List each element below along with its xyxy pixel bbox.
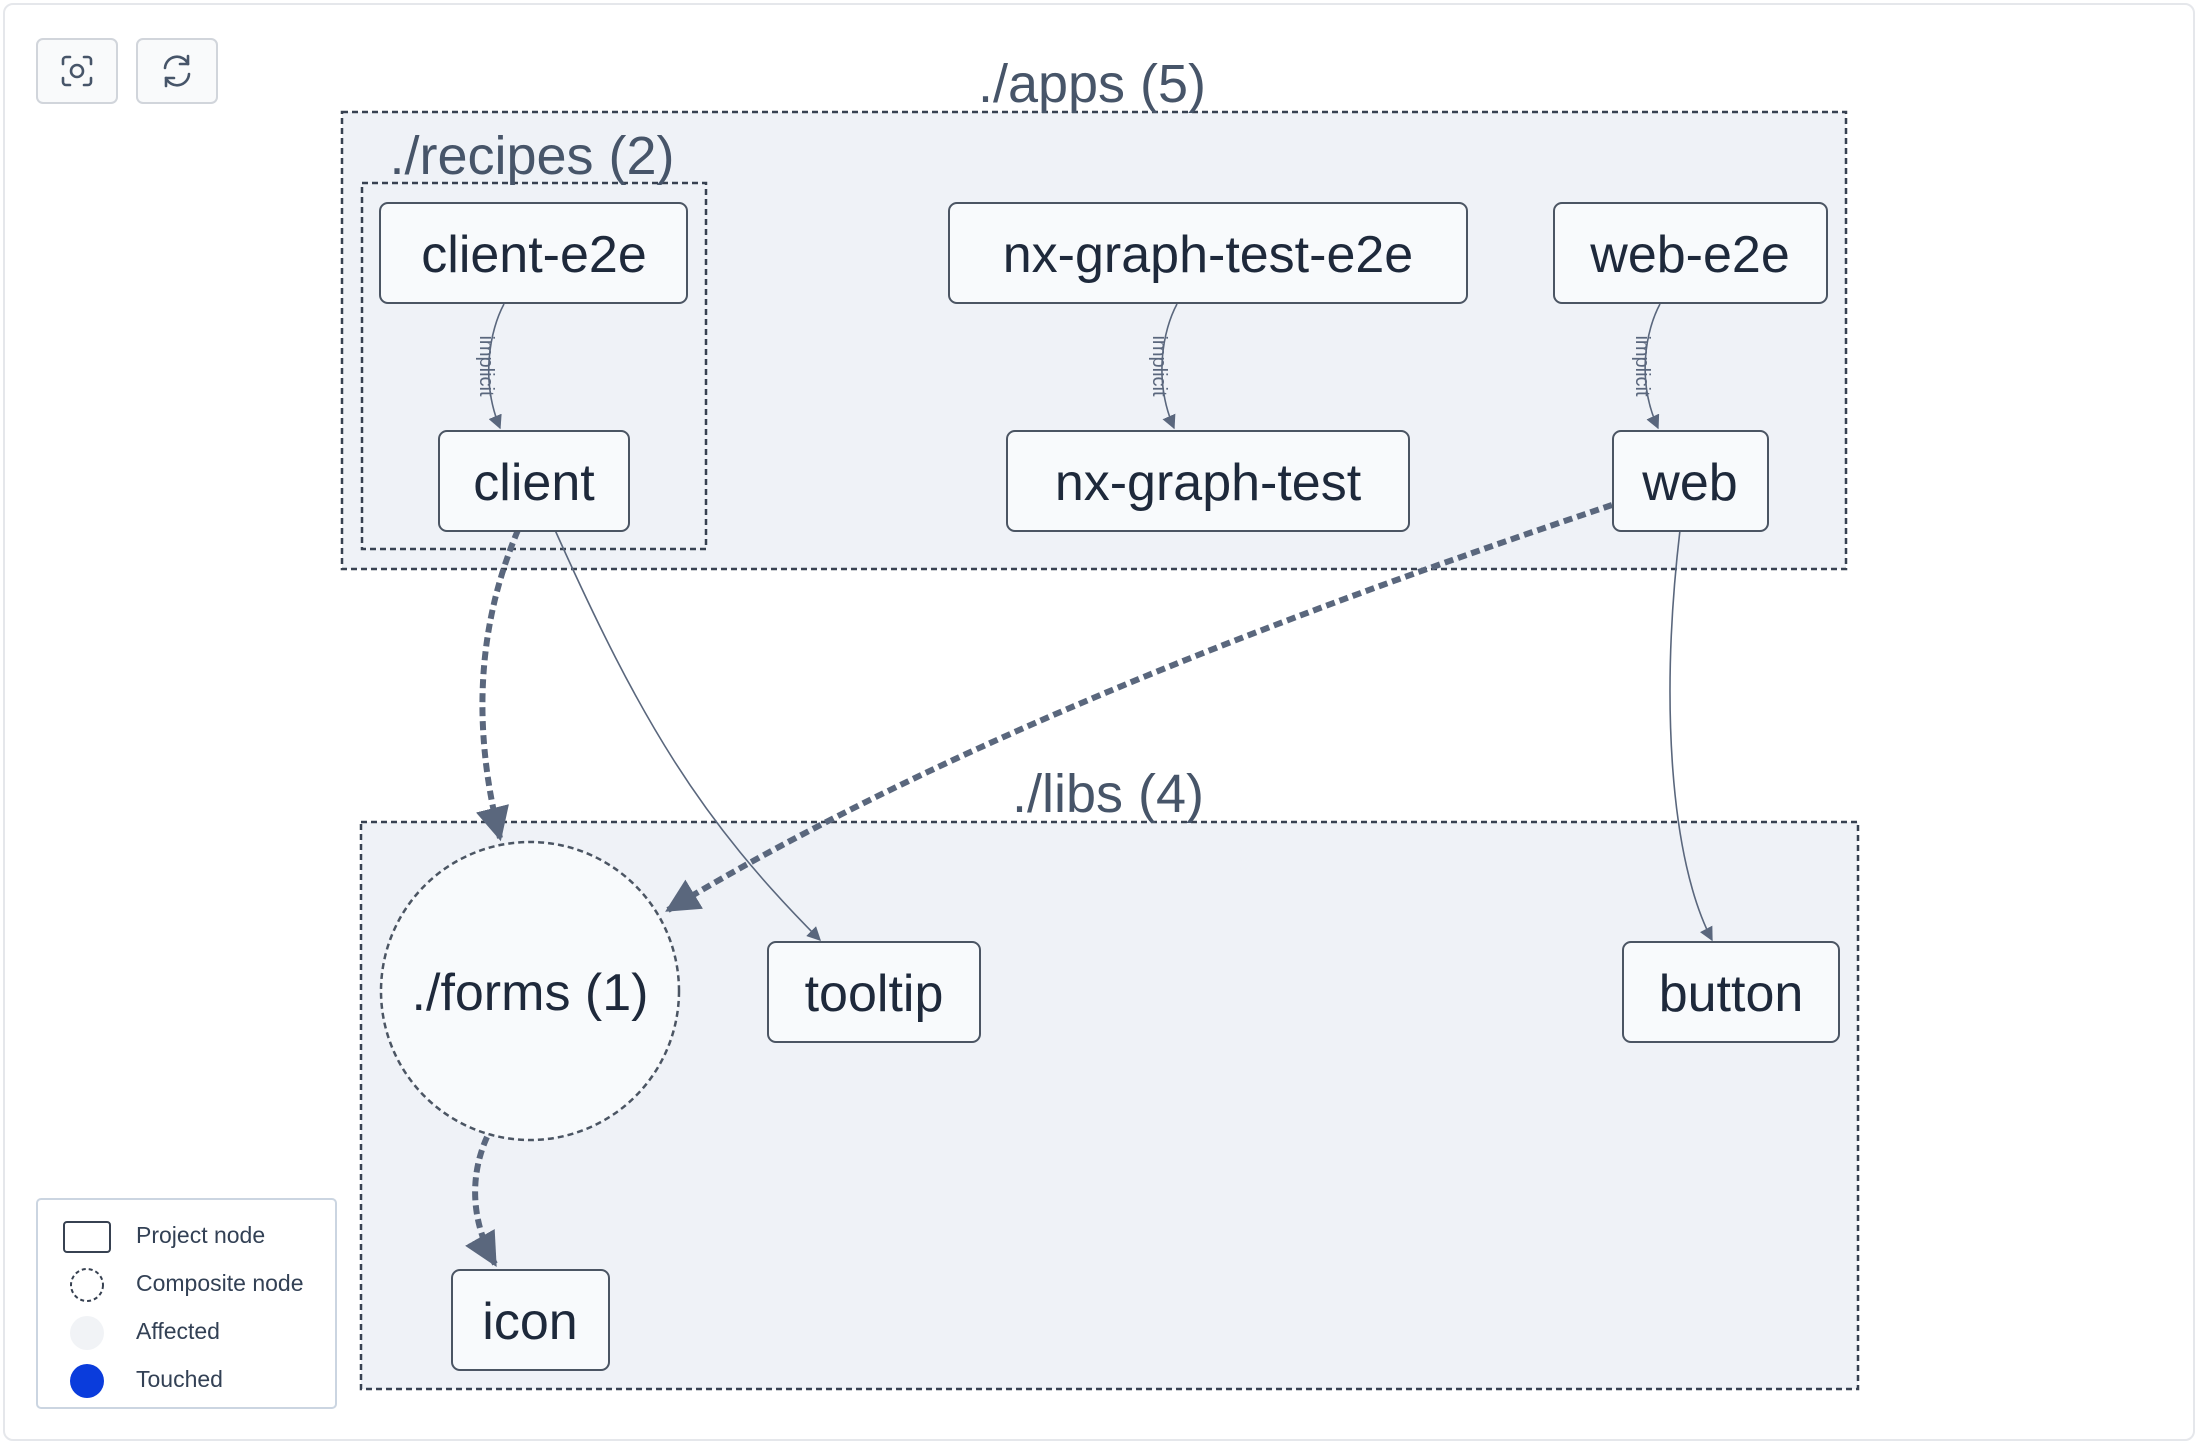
refresh-icon — [163, 54, 191, 88]
legend: Project node Composite node Affected Tou… — [36, 1198, 337, 1409]
node-forms-composite[interactable]: ./forms (1) — [379, 840, 681, 1142]
node-label: ./forms (1) — [412, 964, 649, 1022]
edge-forms-icon — [465, 1135, 498, 1267]
node-label: nx-graph-test — [1055, 454, 1362, 512]
legend-touched: Touched — [136, 1366, 223, 1392]
node-nx-graph-test-e2e[interactable]: nx-graph-test-e2e — [948, 202, 1468, 304]
refresh-button[interactable] — [136, 38, 218, 104]
node-label: client — [473, 454, 595, 512]
edge-web-e2e-web — [1644, 303, 1661, 430]
edge-client-e2e-client — [487, 303, 505, 430]
group-libs-label: ./libs (4) — [1012, 764, 1204, 824]
node-label: web-e2e — [1589, 226, 1789, 284]
group-apps-label: ./apps (5) — [978, 54, 1206, 114]
affected-swatch — [70, 1316, 104, 1350]
touched-swatch — [70, 1364, 104, 1398]
node-label: client-e2e — [421, 226, 646, 284]
legend-composite-node: Composite node — [136, 1270, 304, 1296]
node-tooltip[interactable]: tooltip — [767, 941, 981, 1043]
edge-web-forms — [665, 502, 1613, 913]
legend-project-node: Project node — [136, 1222, 266, 1248]
group-recipes-label: ./recipes (2) — [389, 126, 674, 186]
node-label: tooltip — [805, 965, 944, 1023]
edge-implicit-label: implicit — [1631, 335, 1653, 397]
node-label: web — [1641, 454, 1737, 512]
legend-affected: Affected — [136, 1318, 220, 1344]
edge-implicit-label: implicit — [475, 335, 497, 397]
node-web[interactable]: web — [1612, 430, 1769, 532]
edge-implicit-label: implicit — [1148, 335, 1170, 397]
edge-client-forms — [475, 528, 521, 842]
edge-web-button — [1669, 529, 1713, 942]
graph-panel — [3, 3, 2195, 1441]
project-node-swatch — [63, 1221, 111, 1253]
node-label: icon — [482, 1293, 577, 1351]
node-client-e2e[interactable]: client-e2e — [379, 202, 688, 304]
edge-nx-graph-test-e2e-nx-graph-test — [1161, 303, 1178, 430]
composite-node-swatch — [70, 1268, 104, 1302]
focus-button[interactable] — [36, 38, 118, 104]
node-icon[interactable]: icon — [451, 1269, 610, 1371]
node-client[interactable]: client — [438, 430, 630, 532]
node-button[interactable]: button — [1622, 941, 1840, 1043]
edge-client-tooltip — [554, 529, 821, 941]
focus-icon — [61, 55, 93, 87]
node-web-e2e[interactable]: web-e2e — [1553, 202, 1828, 304]
node-label: button — [1659, 965, 1804, 1023]
node-nx-graph-test[interactable]: nx-graph-test — [1006, 430, 1410, 532]
node-label: nx-graph-test-e2e — [1003, 226, 1413, 284]
